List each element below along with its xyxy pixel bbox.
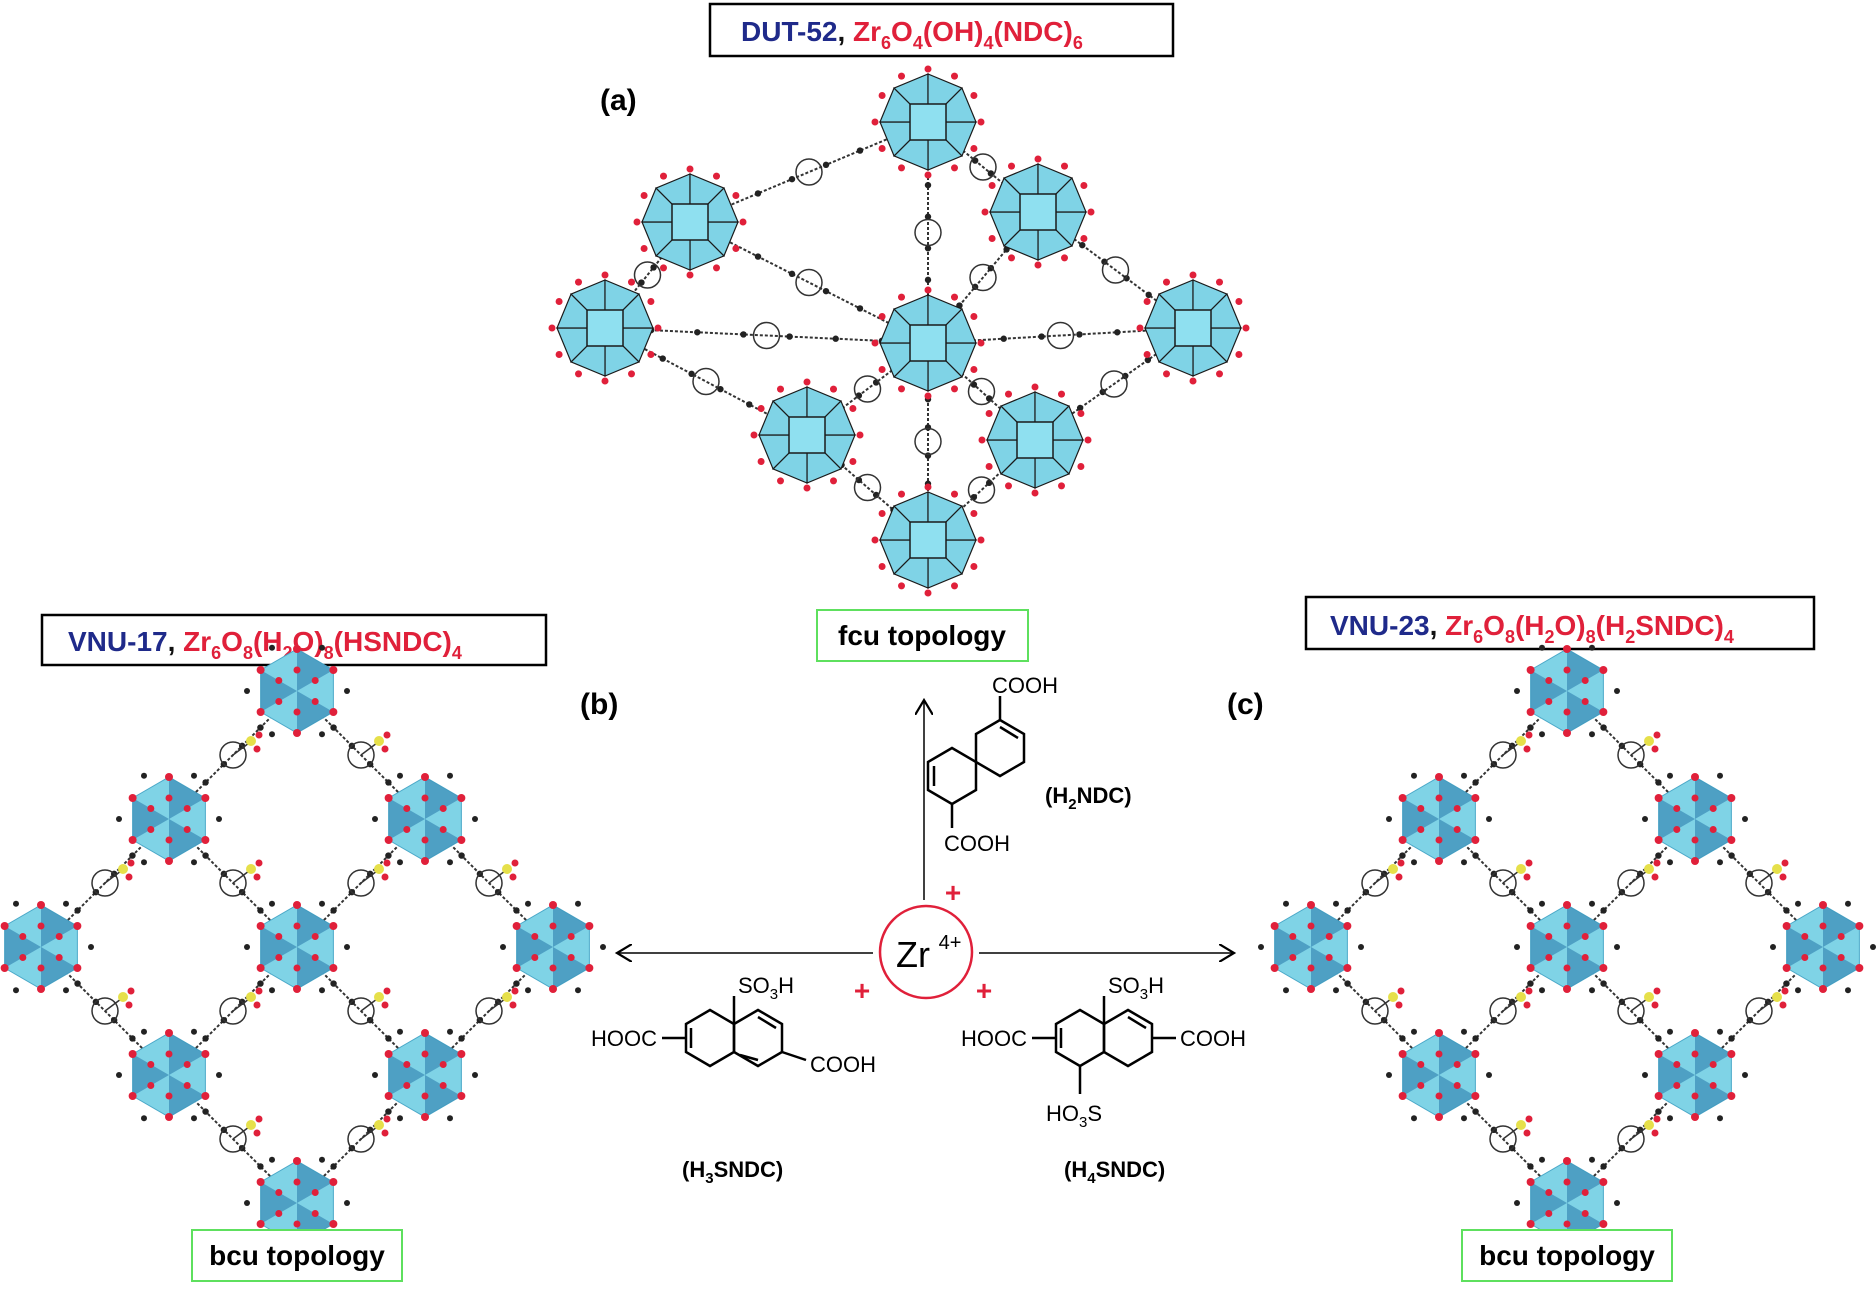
h3sndc-cooh: COOH (810, 1052, 876, 1077)
h3sndc-so3h: SO3H (738, 973, 794, 1003)
zr-ion-circle: Zr 4+ (878, 904, 974, 1000)
svg-text:VNU-23, Zr6O8(H2O)8(H2SNDC)4: VNU-23, Zr6O8(H2O)8(H2SNDC)4 (1330, 610, 1734, 647)
zr-cluster-node (871, 483, 985, 597)
plus-sign-h3sndc: + (854, 975, 870, 1006)
zr-cluster-node (750, 378, 864, 492)
panel-label-a: (a) (600, 84, 637, 117)
h4sndc-cooh: COOH (1180, 1026, 1246, 1051)
top-material-name: DUT-52 (741, 16, 837, 47)
fcu-topology-box: fcu topology (816, 609, 1029, 662)
right-formula-box: VNU-23, Zr6O8(H2O)8(H2SNDC)4 (1304, 595, 1816, 651)
zr-cluster-node (116, 772, 222, 866)
zr-cluster-node (244, 900, 350, 994)
vnu23-framework-structure (1258, 644, 1876, 1250)
zr-cluster-node (1514, 900, 1620, 994)
panel-label-b: (b) (580, 688, 618, 721)
zr-cluster-node (1642, 1028, 1748, 1122)
zr-cluster-node (871, 286, 985, 400)
zr-cluster-node (871, 65, 985, 179)
zr-cluster-node (978, 383, 1092, 497)
bcu-topology-box-right: bcu topology (1461, 1229, 1673, 1282)
bcu-topology-label-right: bcu topology (1479, 1240, 1655, 1271)
plus-sign-h4sndc: + (976, 975, 992, 1006)
h4sndc-so3h: SO3H (1108, 973, 1164, 1003)
zr-cluster-node (633, 165, 747, 279)
zr-cluster-node (244, 644, 350, 738)
zr-cluster-node (372, 772, 478, 866)
zr-cluster-node (1770, 900, 1876, 994)
svg-text:DUT-52, Zr6O4(OH)4(NDC)6: DUT-52, Zr6O4(OH)4(NDC)6 (741, 16, 1083, 53)
organic-linker (1438, 946, 1568, 1076)
bcu-topology-label-left: bcu topology (209, 1240, 385, 1271)
ndc-top-cooh: COOH (992, 673, 1058, 698)
h4sndc-hooc: HOOC (961, 1026, 1027, 1051)
zr-cluster-node (1386, 1028, 1492, 1122)
panel-label-c: (c) (1227, 688, 1264, 721)
left-material-name: VNU-17 (68, 626, 168, 657)
h4sndc-ho3s: HO3S (1046, 1101, 1102, 1131)
fcu-topology-label: fcu topology (838, 620, 1006, 651)
h2ndc-ligand-structure (926, 696, 1026, 828)
zr-cluster-node (500, 900, 606, 994)
zr-cluster-node (244, 1156, 350, 1250)
vnu17-framework-structure (0, 644, 606, 1250)
zr-cluster-node (1136, 271, 1250, 385)
h3sndc-hooc: HOOC (591, 1026, 657, 1051)
bcu-topology-box-left: bcu topology (191, 1229, 403, 1282)
zr-cluster-node (116, 1028, 222, 1122)
h4sndc-ligand-structure (1032, 996, 1176, 1094)
ndc-ligand-name: (H2NDC) (1045, 783, 1132, 813)
zr-cluster-node (981, 155, 1095, 269)
top-formula-box: DUT-52, Zr6O4(OH)4(NDC)6 (708, 2, 1175, 58)
plus-sign-ndc: + (945, 877, 961, 908)
zr-cluster-node (1514, 644, 1620, 738)
h4sndc-ligand-name: (H4SNDC) (1064, 1157, 1165, 1187)
zr-cluster-node (0, 900, 94, 994)
zr-cluster-node (1258, 900, 1364, 994)
zr-ion-symbol: Zr (896, 934, 930, 975)
zr-ion-charge: 4+ (939, 932, 962, 954)
fcu-framework-structure (548, 65, 1250, 597)
right-material-name: VNU-23 (1330, 610, 1430, 641)
zr-cluster-node (1642, 772, 1748, 866)
ndc-bottom-cooh: COOH (944, 831, 1010, 856)
h3sndc-ligand-structure (662, 996, 807, 1068)
zr-cluster-node (1386, 772, 1492, 866)
zr-cluster-node (372, 1028, 478, 1122)
svg-text:VNU-17, Zr6O8(H2O)8(HSNDC)4: VNU-17, Zr6O8(H2O)8(HSNDC)4 (68, 626, 462, 663)
organic-linker (604, 321, 929, 350)
zr-cluster-node (548, 271, 662, 385)
h3sndc-ligand-name: (H3SNDC) (682, 1157, 783, 1187)
